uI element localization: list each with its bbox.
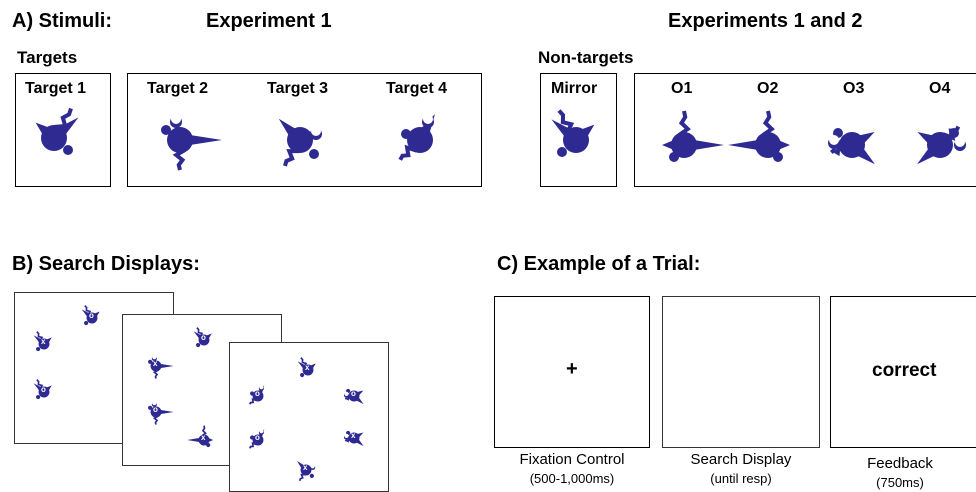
panel-a-heading: A) Stimuli:: [12, 10, 112, 32]
target-1-label: Target 1: [25, 80, 87, 97]
stimulus-target-1: [35, 107, 79, 155]
o3-label: O3: [843, 80, 865, 97]
experiment-1-title: Experiment 1: [206, 10, 332, 32]
feedback-text: correct: [872, 360, 937, 381]
search-item: [148, 401, 174, 425]
o2-label: O2: [757, 80, 779, 97]
targets-label: Targets: [17, 48, 78, 67]
stimulus-target-2: [161, 114, 222, 171]
search-item-mark: o: [153, 405, 158, 414]
search-item-mark: x: [201, 433, 206, 442]
search-item: [33, 379, 52, 400]
stimuli-shapes-layer: [35, 107, 966, 171]
stimulus-o1: [662, 110, 724, 162]
search-item: [187, 425, 214, 448]
fixation-caption: Fixation Control: [519, 451, 625, 468]
target-2-label: Target 2: [147, 80, 209, 97]
feedback-timing: (750ms): [876, 475, 924, 490]
o1-label: O1: [671, 80, 693, 97]
others-box: [634, 73, 976, 187]
search-item-mark: x: [305, 363, 310, 372]
stimulus-target-4: [398, 114, 435, 161]
search-item-mark: x: [303, 463, 308, 472]
search-item: [297, 461, 316, 482]
fixation-timing: (500-1,000ms): [529, 471, 615, 486]
search-item-mark: o: [89, 311, 94, 320]
search-item-mark: x: [351, 431, 356, 440]
search-display-timing: (until resp): [710, 471, 772, 486]
search-item-mark: o: [255, 389, 260, 398]
search-item-mark: x: [153, 359, 158, 368]
target-4-label: Target 4: [386, 80, 448, 97]
o4-label: O4: [929, 80, 951, 97]
search-item: [81, 305, 100, 326]
stimulus-o2: [728, 110, 790, 162]
search-item-mark: o: [351, 389, 356, 398]
target-3-label: Target 3: [267, 80, 329, 97]
experiments-1-and-2-title: Experiments 1 and 2: [668, 10, 863, 32]
search-item: [297, 357, 316, 378]
stimulus-o4: [917, 125, 966, 165]
stimulus-target-3: [278, 118, 322, 167]
search-item: [148, 355, 174, 379]
search-item: [33, 331, 52, 352]
panel-b-heading: B) Search Displays:: [12, 253, 200, 275]
feedback-caption: Feedback: [867, 455, 933, 472]
search-item: [248, 385, 265, 405]
search-item: [193, 327, 212, 348]
feedback-frame: [830, 296, 976, 448]
search-display-frame: [662, 296, 820, 448]
nontargets-label: Non-targets: [538, 48, 634, 67]
search-item: [343, 388, 364, 405]
search-item: [343, 430, 364, 447]
search-item-mark: o: [255, 433, 260, 442]
stimulus-mirror: [551, 109, 595, 157]
search-item: [248, 429, 265, 449]
mirror-label: Mirror: [551, 80, 598, 97]
fixation-cross: +: [566, 358, 578, 380]
search-item-mark: o: [41, 385, 46, 394]
search-display-caption: Search Display: [690, 451, 792, 468]
panel-c-heading: C) Example of a Trial:: [497, 253, 701, 275]
fixation-frame: [494, 296, 650, 448]
search-item-mark: o: [201, 333, 206, 342]
stimulus-o3: [828, 128, 875, 165]
search-item-mark: x: [41, 337, 46, 346]
